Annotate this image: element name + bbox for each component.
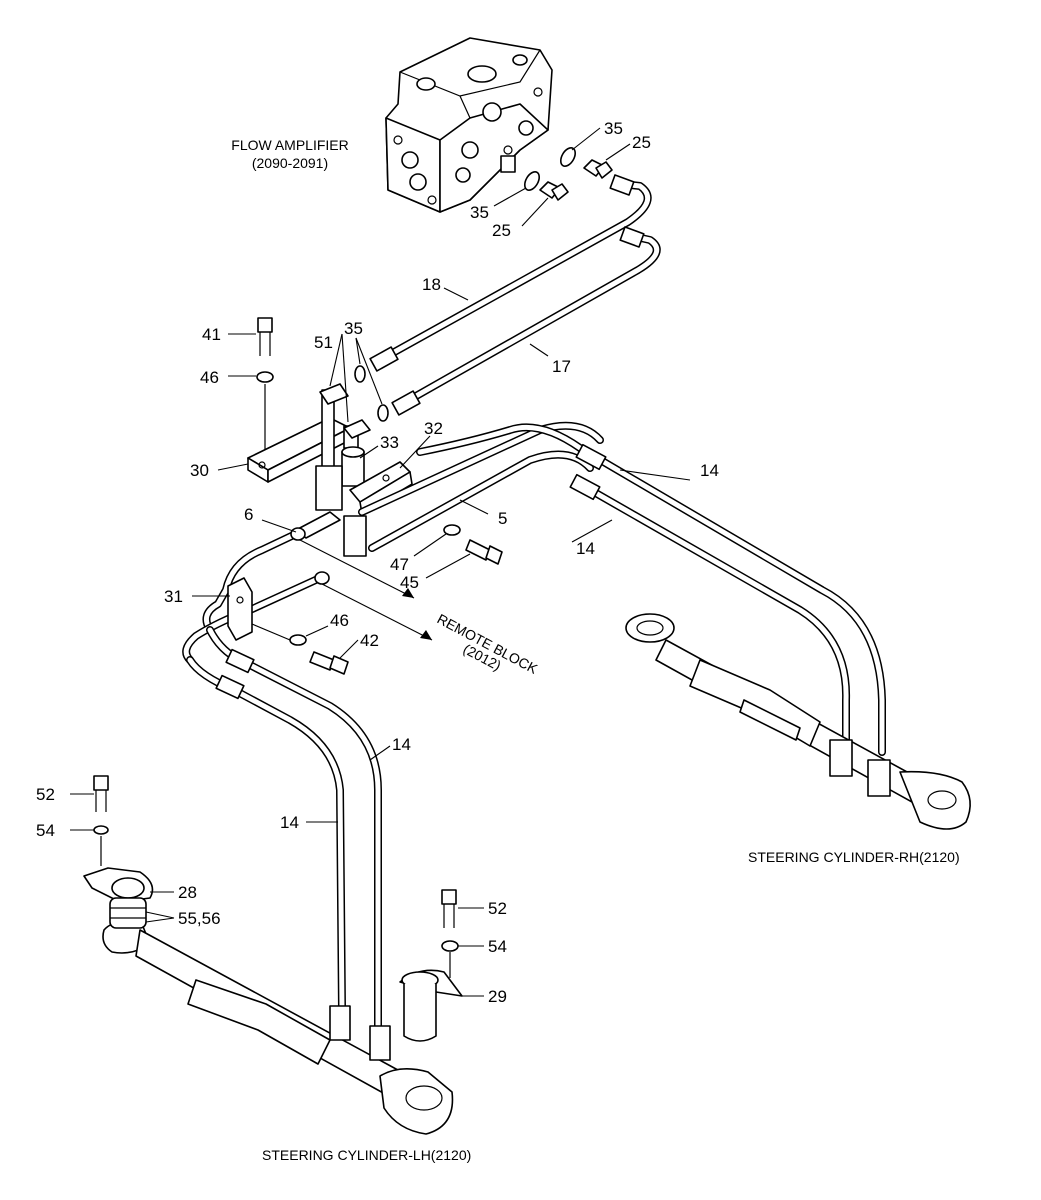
hose-fitting	[215, 674, 245, 700]
hose-14-rh-inner	[576, 480, 851, 744]
callout: 55,56	[178, 909, 221, 928]
callout: 52	[488, 899, 507, 918]
flow-amplifier	[385, 37, 553, 213]
washer-46-bottom	[289, 634, 307, 646]
hose-fitting	[569, 473, 601, 501]
callout: 51	[314, 333, 333, 352]
adapter-25-upper	[583, 159, 613, 179]
hose-14-lh-inner	[206, 626, 382, 1034]
callout: 25	[492, 221, 511, 240]
callout: 29	[488, 987, 507, 1006]
callout: 30	[190, 461, 209, 480]
cylinder-lh-caption: STEERING CYLINDER-LH(2120)	[262, 1147, 471, 1163]
flow-amplifier-ref: (2090-2091)	[252, 155, 328, 171]
cylinder-rh-caption: STEERING CYLINDER-RH(2120)	[748, 849, 960, 865]
pin-29	[399, 969, 463, 1042]
hose-14-rh-outer	[416, 423, 886, 756]
callout: 18	[422, 275, 441, 294]
hose-14-lh-outer	[186, 656, 346, 1014]
callout: 42	[360, 631, 379, 650]
callout: 41	[202, 325, 221, 344]
hose-fitting	[225, 648, 255, 674]
callout: 14	[700, 461, 719, 480]
o-ring-35-mid2	[377, 404, 389, 422]
callout: 54	[36, 821, 55, 840]
callout: 31	[164, 587, 183, 606]
steering-cylinder-rh	[625, 613, 971, 830]
tee-33	[341, 446, 365, 487]
callout: 14	[576, 539, 595, 558]
callout: 28	[178, 883, 197, 902]
callout: 47	[390, 555, 409, 574]
flow-amplifier-fittings	[523, 147, 613, 201]
washer-54-right	[441, 940, 459, 952]
callout: 46	[200, 368, 219, 387]
steering-cylinder-lh	[102, 921, 454, 1135]
callout: 46	[330, 611, 349, 630]
callout: 35	[604, 119, 623, 138]
callout: 35	[470, 203, 489, 222]
bolt-42	[309, 651, 349, 675]
manifold-block	[295, 465, 367, 557]
callout: 35	[344, 319, 363, 338]
hose-17	[391, 226, 661, 416]
bolt-52-right	[441, 889, 457, 928]
callout: 32	[424, 419, 443, 438]
bushings-55-56	[109, 897, 147, 929]
callout: 45	[400, 573, 419, 592]
adapter-25-lower	[539, 181, 569, 201]
callout: 14	[392, 735, 411, 754]
callout-labels: 35 25 35 25 18 17 41 35 51 46 33 32 30 6…	[36, 119, 719, 1006]
o-ring-35-mid	[354, 365, 366, 383]
hose-fitting	[575, 443, 607, 471]
clamp-31	[227, 577, 253, 641]
leader-lines	[70, 127, 691, 997]
callout: 6	[244, 505, 253, 524]
bolt-52-left	[93, 775, 109, 812]
flow-amplifier-title: FLOW AMPLIFIER	[231, 137, 348, 153]
o-ring-35-upper	[559, 147, 577, 167]
callout: 52	[36, 785, 55, 804]
callout: 54	[488, 937, 507, 956]
callout: 5	[498, 509, 507, 528]
o-ring-35-lower	[523, 171, 541, 191]
tube-6	[202, 528, 304, 634]
bolt-45	[465, 539, 503, 565]
washer-47	[443, 524, 461, 536]
washer-46-top	[256, 371, 274, 383]
callout: 17	[552, 357, 571, 376]
bolt-41	[257, 317, 273, 356]
hose-18	[369, 174, 652, 372]
callout: 33	[380, 433, 399, 452]
washer-54-left	[93, 825, 109, 835]
callout: 14	[280, 813, 299, 832]
callout: 25	[632, 133, 651, 152]
remote-block-arrows	[299, 539, 433, 641]
plate-28	[83, 867, 154, 903]
